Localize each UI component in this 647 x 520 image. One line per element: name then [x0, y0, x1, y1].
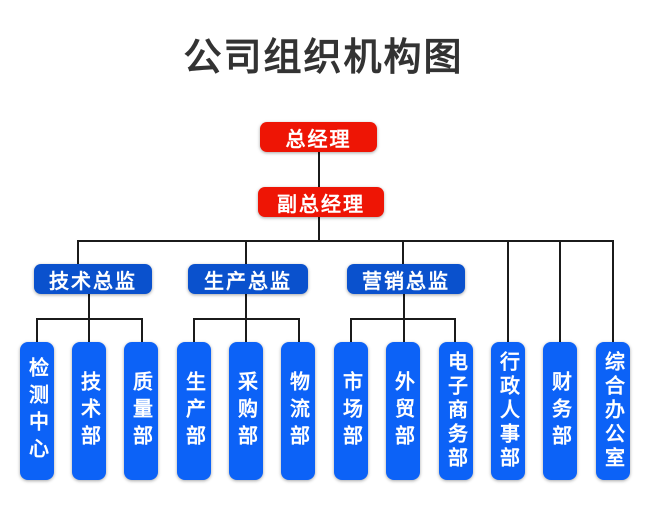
node-dept-admin-hr: 行政人事部	[491, 342, 525, 480]
node-dept-ecommerce: 电子商务部	[439, 342, 473, 480]
connector-line	[318, 152, 320, 187]
node-dept-general-office: 综合办公室	[596, 342, 630, 480]
node-dept-testing-center: 检测中心	[20, 342, 54, 480]
node-general-manager: 总经理	[260, 122, 377, 152]
connector-line	[141, 318, 143, 342]
node-dept-finance: 财务部	[543, 342, 577, 480]
page-title: 公司组织机构图	[183, 37, 464, 79]
node-director-production: 生产总监	[188, 264, 308, 294]
node-dept-technology: 技术部	[72, 342, 106, 480]
node-dept-foreign-trade: 外贸部	[386, 342, 420, 480]
node-dept-purchasing: 采购部	[229, 342, 263, 480]
node-director-marketing: 营销总监	[347, 264, 465, 294]
node-dept-logistics: 物流部	[281, 342, 315, 480]
node-deputy-general-manager: 副总经理	[258, 187, 384, 217]
connector-line	[612, 240, 614, 342]
node-dept-marketing: 市场部	[334, 342, 368, 480]
connector-line	[402, 240, 404, 264]
connector-line	[193, 318, 195, 342]
connector-line	[298, 318, 300, 342]
node-dept-production: 生产部	[177, 342, 211, 480]
connector-line	[36, 318, 143, 320]
node-director-technology: 技术总监	[34, 264, 152, 294]
connector-line	[193, 318, 300, 320]
connector-line	[350, 318, 456, 320]
connector-line	[454, 318, 456, 342]
connector-line	[318, 217, 320, 241]
connector-line	[350, 318, 352, 342]
connector-line	[77, 240, 79, 264]
connector-line	[559, 240, 561, 342]
node-dept-quality: 质量部	[124, 342, 158, 480]
connector-line	[245, 240, 247, 264]
connector-line	[36, 318, 38, 342]
connector-line	[507, 240, 509, 342]
connector-line	[77, 240, 614, 242]
